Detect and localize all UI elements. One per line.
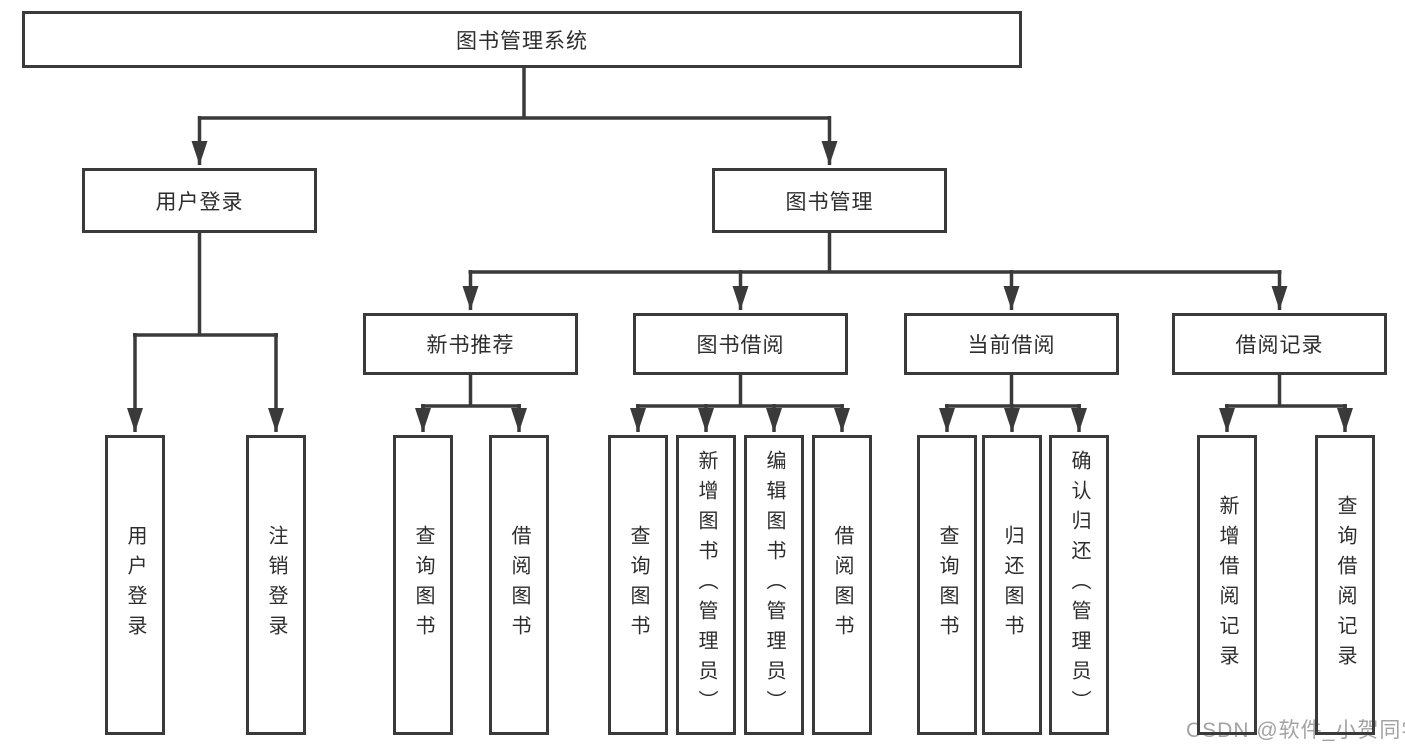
leaf-recommend-query-books-label: 查询图书 (412, 525, 434, 645)
node-current-borrow-label: 当前借阅 (967, 334, 1056, 357)
node-book-management-label: 图书管理 (785, 190, 874, 214)
leaf-recommend-query-books: 查询图书 (393, 435, 453, 735)
leaf-logout: 注销登录 (246, 435, 306, 735)
leaf-records-query-record-label: 查询借阅记录 (1334, 495, 1356, 675)
leaf-borrow-borrow-books: 借阅图书 (812, 435, 872, 735)
leaf-current-query-books: 查询图书 (917, 435, 977, 735)
leaf-borrow-add-books-admin: 新增图书（管理员） (676, 435, 736, 735)
leaf-user-login-label: 用户登录 (124, 525, 146, 645)
node-new-book-recommend-label: 新书推荐 (426, 334, 515, 357)
leaf-borrow-borrow-books-label: 借阅图书 (831, 525, 853, 645)
leaf-logout-label: 注销登录 (265, 525, 287, 645)
node-book-management: 图书管理 (712, 168, 947, 233)
node-borrow-records-label: 借阅记录 (1235, 334, 1324, 357)
leaf-borrow-query-books-label: 查询图书 (627, 525, 649, 645)
leaf-current-query-books-label: 查询图书 (936, 525, 958, 645)
leaf-current-return-books: 归还图书 (982, 435, 1042, 735)
node-user-login: 用户登录 (82, 168, 317, 233)
leaf-records-add-record-label: 新增借阅记录 (1216, 495, 1238, 675)
leaf-current-confirm-return-admin: 确认归还（管理员） (1049, 435, 1109, 735)
leaf-borrow-edit-books-admin: 编辑图书（管理员） (744, 435, 804, 735)
node-current-borrow: 当前借阅 (904, 313, 1119, 375)
leaf-recommend-borrow-books: 借阅图书 (489, 435, 549, 735)
leaf-records-query-record: 查询借阅记录 (1315, 435, 1375, 735)
node-book-borrow: 图书借阅 (633, 313, 848, 375)
leaf-recommend-borrow-books-label: 借阅图书 (508, 525, 530, 645)
node-root-label: 图书管理系统 (456, 29, 588, 53)
csdn-watermark: CSDN @软件_小贺同学 (1186, 719, 1405, 742)
node-root: 图书管理系统 (22, 11, 1022, 68)
leaf-borrow-edit-books-admin-label: 编辑图书（管理员） (763, 450, 785, 720)
node-user-login-label: 用户登录 (155, 190, 244, 214)
leaf-user-login: 用户登录 (105, 435, 165, 735)
leaf-borrow-query-books: 查询图书 (608, 435, 668, 735)
node-new-book-recommend: 新书推荐 (363, 313, 578, 375)
node-book-borrow-label: 图书借阅 (696, 334, 785, 357)
leaf-borrow-add-books-admin-label: 新增图书（管理员） (695, 450, 717, 720)
node-borrow-records: 借阅记录 (1172, 313, 1387, 375)
leaf-current-return-books-label: 归还图书 (1001, 525, 1023, 645)
leaf-records-add-record: 新增借阅记录 (1197, 435, 1257, 735)
leaf-current-confirm-return-admin-label: 确认归还（管理员） (1068, 450, 1090, 720)
